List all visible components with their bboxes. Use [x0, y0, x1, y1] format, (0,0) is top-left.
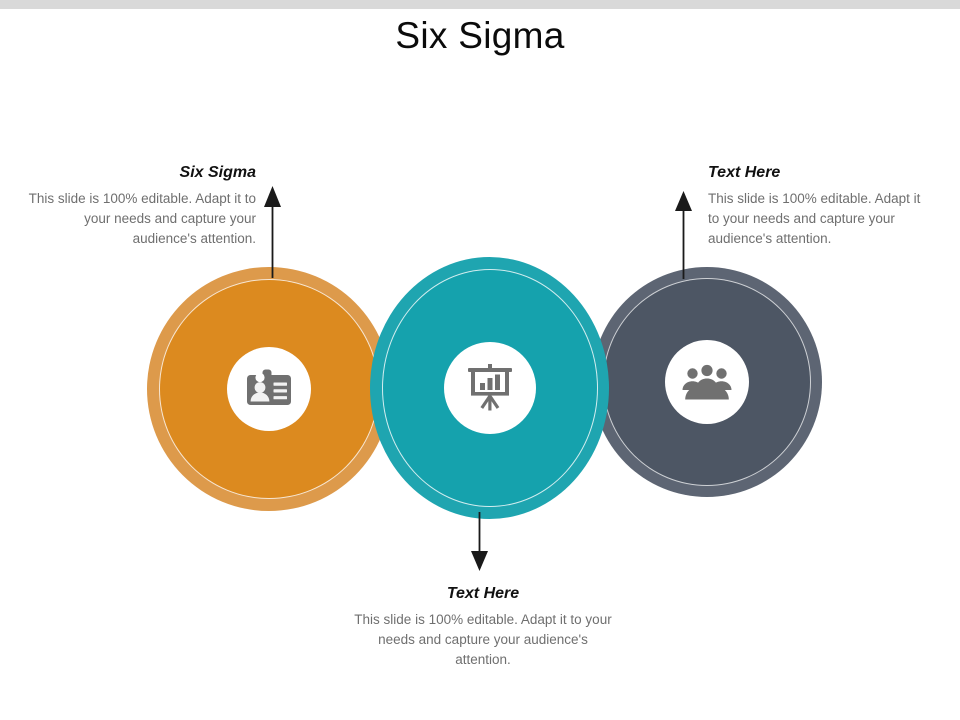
- arrow-up-icon-left: [264, 186, 281, 278]
- text-block-left-body: This slide is 100% editable. Adapt it to…: [28, 191, 256, 246]
- icon-badge-left: [227, 347, 311, 431]
- node-circle-right-inner: [604, 279, 810, 485]
- text-block-bottom[interactable]: Text Here This slide is 100% editable. A…: [350, 584, 616, 670]
- arrow-down-icon-center: [471, 512, 488, 571]
- slide-title: Six Sigma: [395, 15, 565, 56]
- text-block-right-body: This slide is 100% editable. Adapt it to…: [708, 191, 921, 246]
- text-block-bottom-heading: Text Here: [446, 585, 520, 602]
- node-circle-center[interactable]: [370, 257, 609, 519]
- icon-badge-right: [665, 340, 749, 424]
- node-circle-left[interactable]: [147, 267, 391, 511]
- id-badge-icon: [247, 369, 291, 405]
- arrow-up-icon-right: [675, 191, 692, 279]
- node-circle-center-inner: [382, 270, 597, 506]
- text-block-left[interactable]: Six Sigma This slide is 100% editable. A…: [18, 163, 256, 249]
- group-people-icon: [682, 364, 732, 400]
- text-block-right[interactable]: Text Here This slide is 100% editable. A…: [708, 163, 932, 249]
- text-block-bottom-body: This slide is 100% editable. Adapt it to…: [354, 612, 612, 667]
- node-circle-left-inner: [160, 280, 378, 498]
- presentation-chart-icon: [467, 364, 512, 411]
- icon-badge-center: [443, 342, 536, 434]
- top-accent-band: [0, 0, 960, 9]
- node-circle-right[interactable]: [592, 267, 822, 497]
- text-block-left-heading: Six Sigma: [179, 164, 256, 181]
- text-block-right-heading: Text Here: [708, 164, 781, 181]
